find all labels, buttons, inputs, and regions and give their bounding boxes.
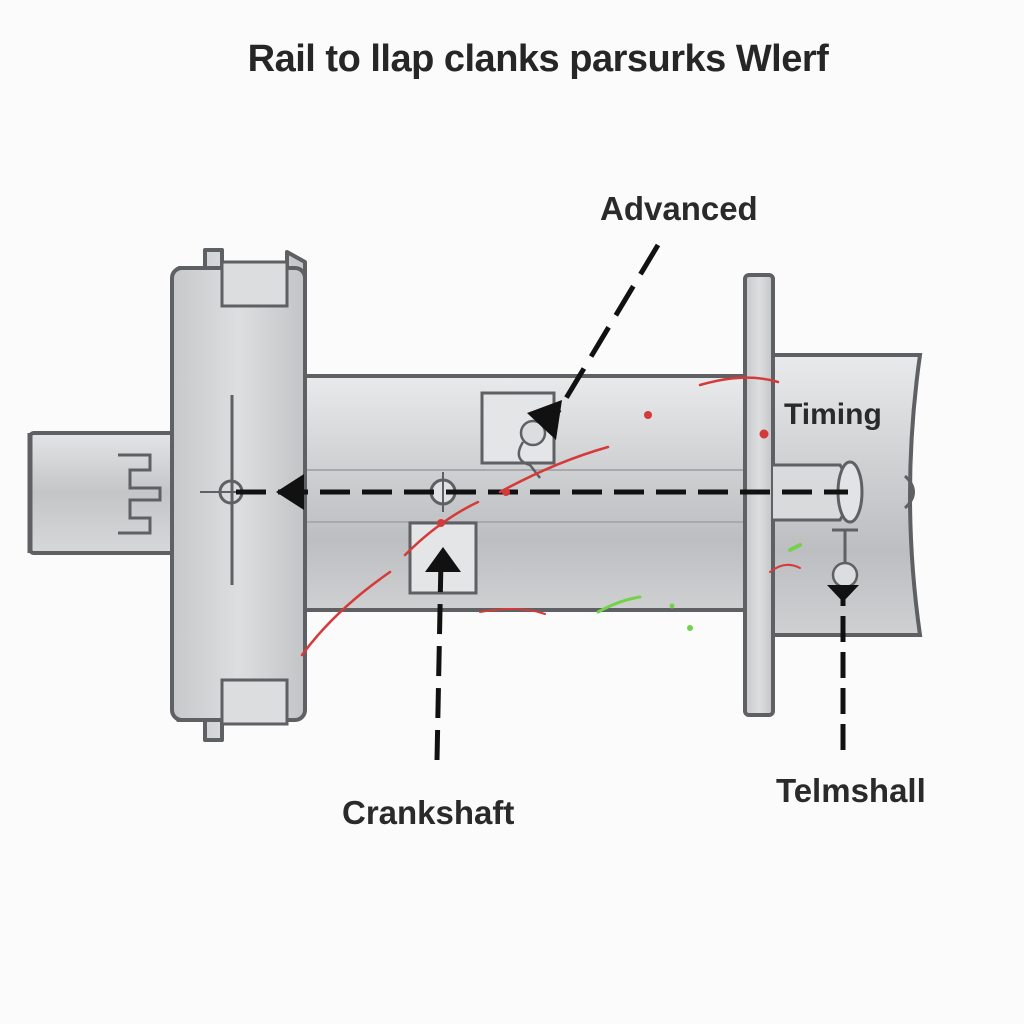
telmshall-leader bbox=[827, 585, 859, 750]
advanced-leader bbox=[527, 243, 661, 440]
shaft-axis-line bbox=[236, 474, 848, 510]
accent-marks bbox=[300, 376, 802, 657]
input-shaft bbox=[27, 431, 180, 555]
timing-housing bbox=[771, 353, 923, 637]
advanced-sensor-box bbox=[480, 391, 556, 479]
label-advanced: Advanced bbox=[600, 190, 758, 227]
label-timing: Timing bbox=[784, 398, 882, 431]
crankshaft-leader bbox=[425, 547, 461, 761]
label-crankshaft: Crankshaft bbox=[342, 794, 515, 831]
label-telmshall: Telmshall bbox=[776, 772, 926, 809]
diagram-title: Rail to llap clanks parsurks Wlerf bbox=[247, 38, 829, 80]
